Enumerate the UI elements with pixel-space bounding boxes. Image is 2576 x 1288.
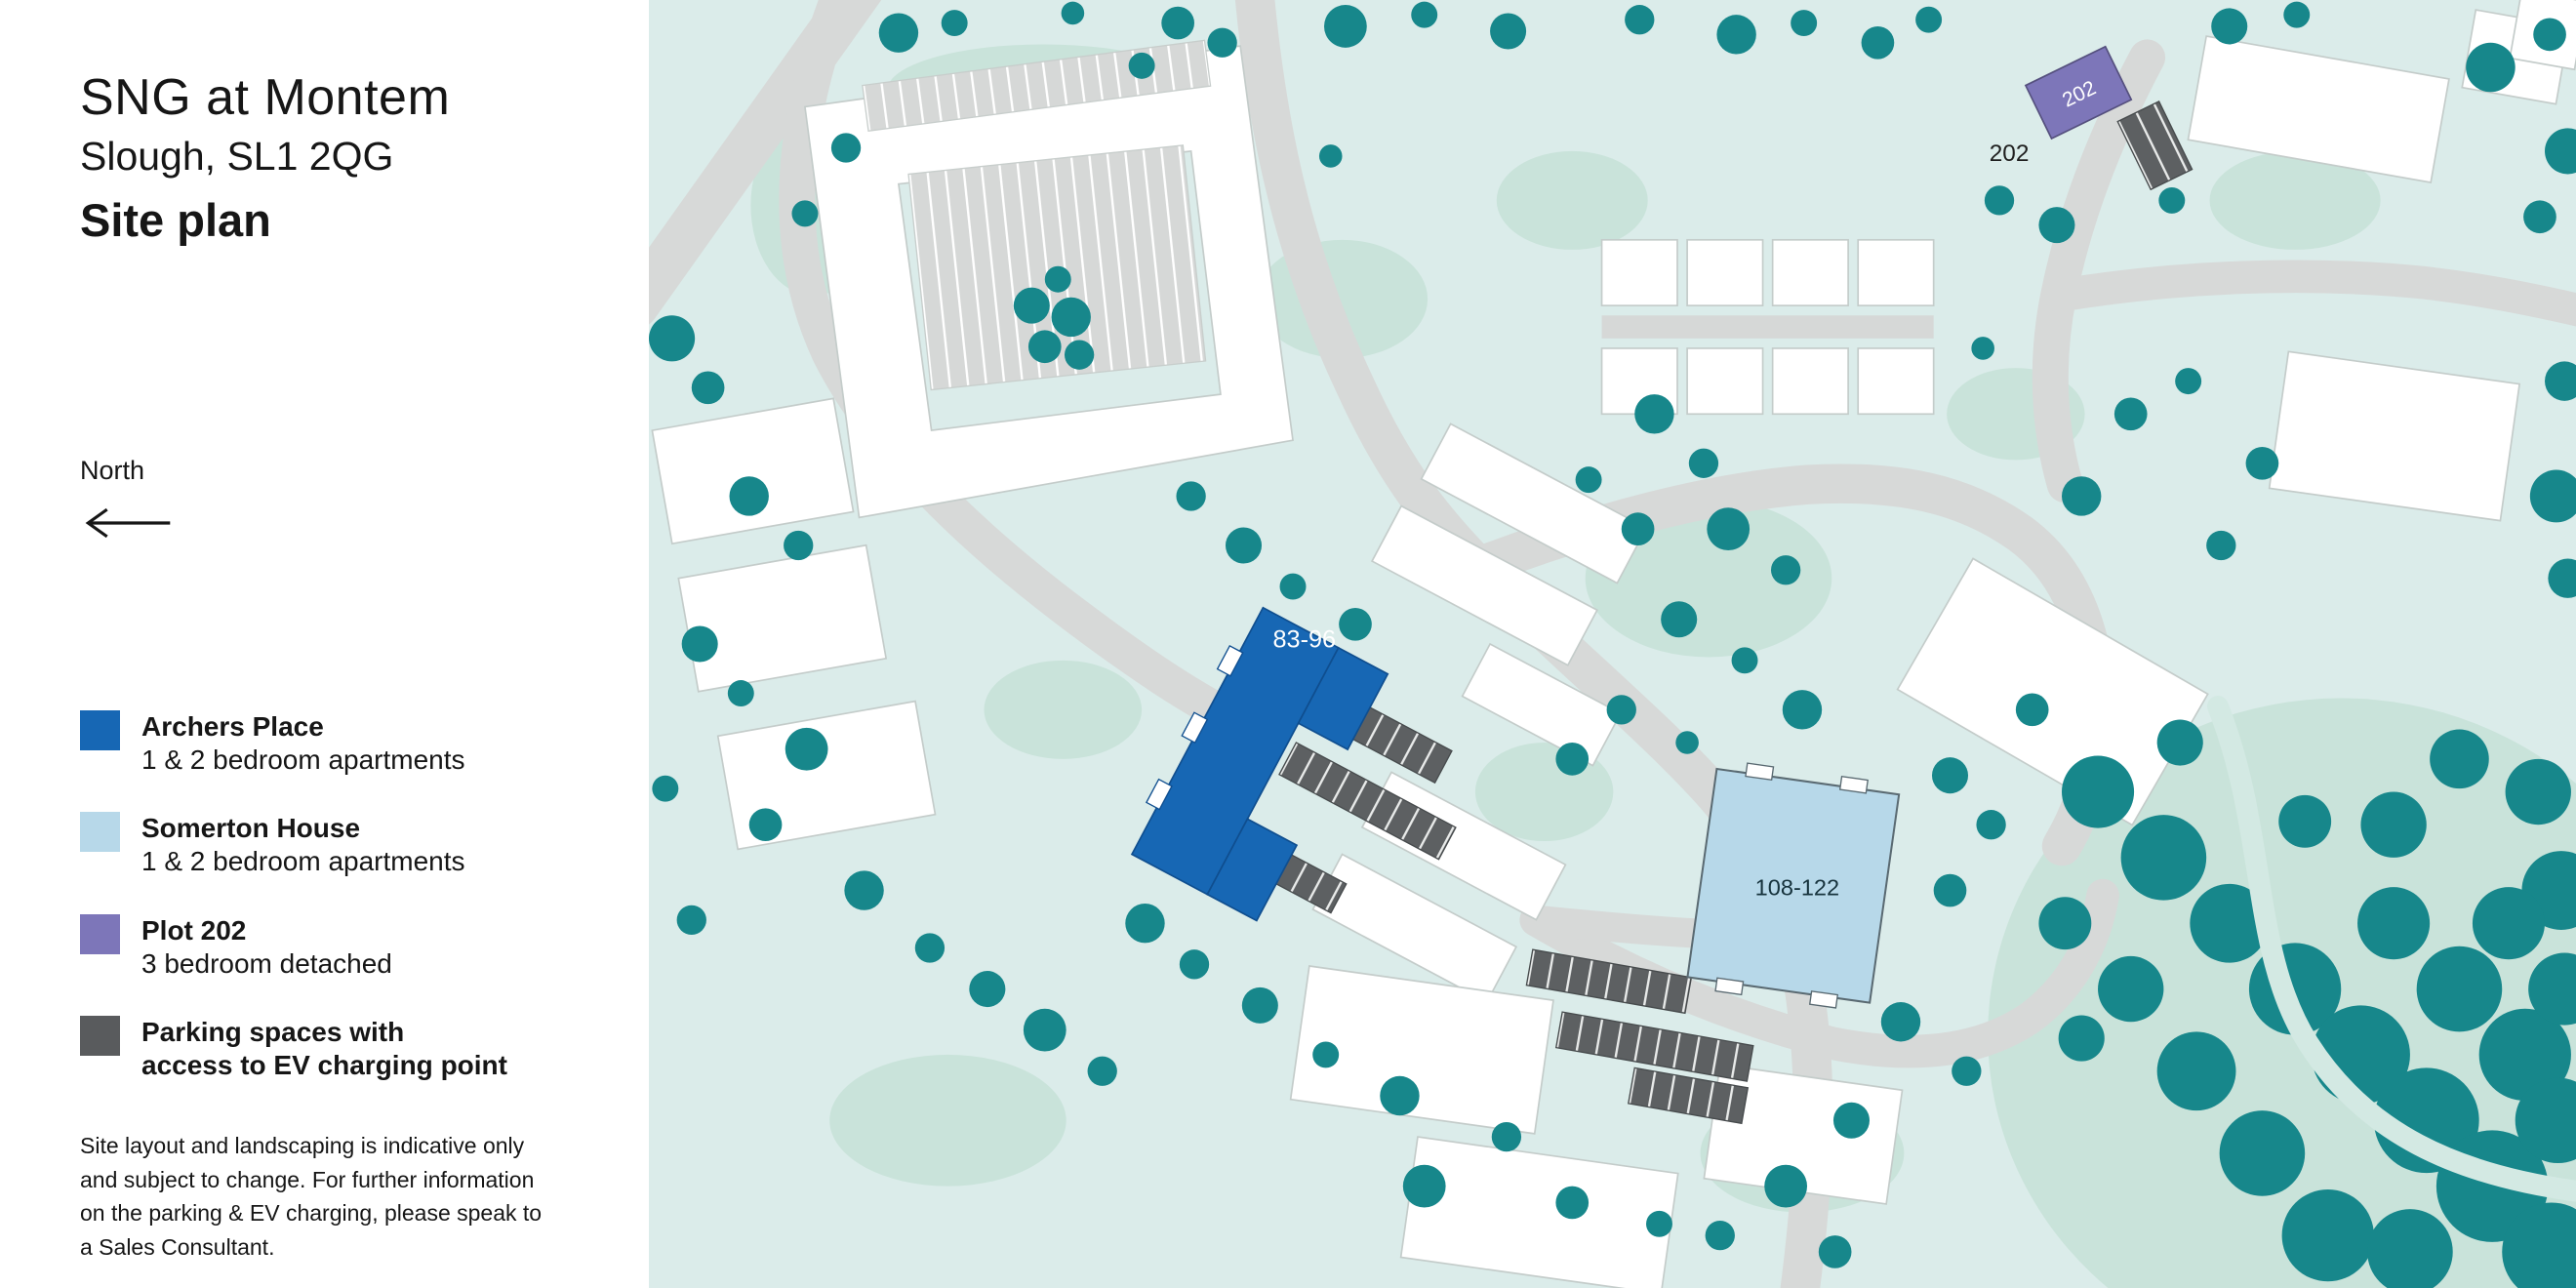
legend-title: Parking spaces with bbox=[141, 1016, 405, 1047]
plan-heading: Site plan bbox=[80, 194, 271, 247]
site-address: Slough, SL1 2QG bbox=[80, 134, 394, 180]
legend-title: Somerton House bbox=[141, 813, 361, 844]
somerton-house-swatch bbox=[80, 812, 120, 853]
building bbox=[2268, 350, 2521, 522]
trees-layer bbox=[649, 1, 2576, 1288]
ev-parking-row bbox=[1278, 742, 1457, 861]
north-arrow-icon bbox=[85, 507, 171, 539]
legend-item-somerton-house: Somerton House 1 & 2 bedroom apartments bbox=[80, 812, 610, 878]
parking-swatch bbox=[80, 1015, 120, 1056]
archers-place-plot-label: 83-96 bbox=[1273, 625, 1337, 653]
info-panel: SNG at Montem Slough, SL1 2QG Site plan … bbox=[0, 0, 649, 1288]
somerton-house-plot-label: 108-122 bbox=[1755, 875, 1839, 901]
building bbox=[1289, 965, 1554, 1135]
archers-place-swatch bbox=[80, 710, 120, 751]
buildings-layer bbox=[651, 0, 2576, 1288]
terrace-row bbox=[1420, 423, 1648, 584]
building bbox=[2187, 35, 2450, 183]
north-indicator: North bbox=[80, 456, 610, 544]
complex-parking-strip bbox=[862, 39, 1212, 133]
terrace-row bbox=[1370, 504, 1598, 666]
legend-subtitle: 1 & 2 bedroom apartments bbox=[141, 745, 465, 776]
legend-title: Plot 202 bbox=[141, 914, 247, 946]
site-map: 202 bbox=[649, 0, 2576, 1288]
legend-item-archers-place: Archers Place 1 & 2 bedroom apartments bbox=[80, 710, 610, 777]
townhouse-court bbox=[1600, 238, 1935, 416]
archers-place-building bbox=[1130, 606, 1389, 922]
site-map-svg: 202 bbox=[649, 0, 2576, 1288]
legend-subtitle: 3 bedroom detached bbox=[141, 947, 392, 979]
site-title: SNG at Montem bbox=[80, 69, 451, 126]
ev-parking-row bbox=[1554, 1011, 1754, 1082]
legend-item-parking: Parking spaces with access to EV chargin… bbox=[80, 1015, 610, 1082]
plot-202-swatch bbox=[80, 913, 120, 954]
map-labels: 83-96 108-122 202 bbox=[1273, 141, 2030, 901]
disclaimer-text: Site layout and landscaping is indicativ… bbox=[80, 1133, 543, 1260]
legend: Archers Place 1 & 2 bedroom apartments S… bbox=[80, 710, 610, 1082]
terrace-row bbox=[1461, 642, 1622, 767]
legend-title: Archers Place bbox=[141, 711, 324, 743]
legend-title-line2: access to EV charging point bbox=[141, 1050, 507, 1081]
woodland-path bbox=[2207, 696, 2576, 1202]
ev-parking-row bbox=[1525, 948, 1693, 1015]
ev-parking-row bbox=[2116, 101, 2194, 191]
legend-subtitle: 1 & 2 bedroom apartments bbox=[141, 846, 465, 877]
plot-202-road-label: 202 bbox=[1990, 141, 2030, 167]
somerton-house-building bbox=[1686, 762, 1901, 1009]
north-label: North bbox=[80, 456, 145, 486]
plot-202-building: 202 bbox=[2024, 45, 2133, 141]
building bbox=[651, 397, 855, 545]
legend-item-plot-202: Plot 202 3 bedroom detached bbox=[80, 913, 610, 981]
ev-parking-row bbox=[1628, 1067, 1750, 1125]
